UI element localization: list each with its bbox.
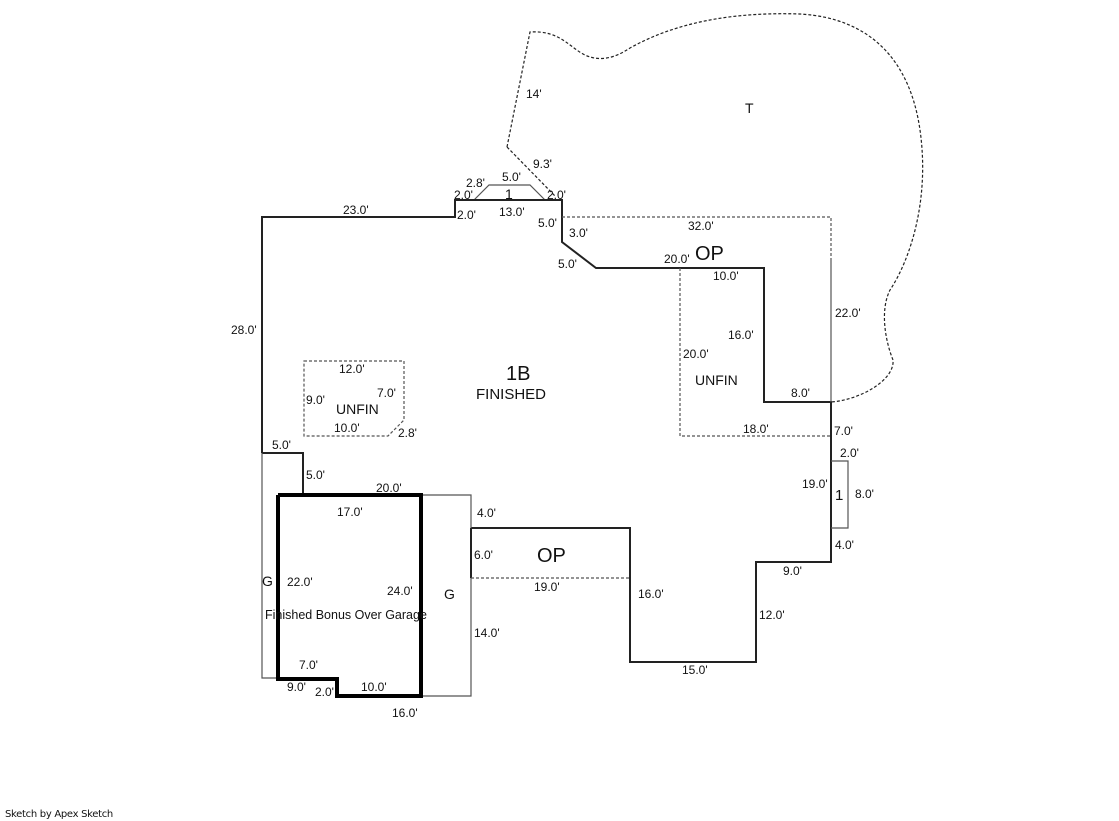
main-area-label: FINISHED: [476, 386, 546, 403]
garage-right-label: G: [444, 586, 455, 602]
dim-label: 10.0': [361, 680, 387, 694]
bay-right-label: 1: [835, 487, 843, 504]
dim-label: 24.0': [387, 584, 413, 598]
dim-label: 10.0': [334, 421, 360, 435]
dim-label: 9.0': [783, 564, 802, 578]
dim-label: 10.0': [713, 269, 739, 283]
dim-label: 7.0': [834, 424, 853, 438]
terrace-outline: [506, 13, 924, 403]
unfin-left-outline: [303, 360, 405, 437]
dim-label: 16.0': [728, 328, 754, 342]
dim-label: 5.0': [502, 170, 521, 184]
dim-label: 9.0': [287, 680, 306, 694]
sketch-credit: Sketch by Apex Sketch: [5, 809, 113, 820]
bay-right-outline: [831, 460, 849, 529]
dim-label: 20.0': [376, 481, 402, 495]
terrace-diagonal: [506, 146, 557, 198]
dim-label: 2.0': [457, 208, 476, 222]
main-outline: [261, 199, 832, 663]
dim-label: 22.0': [835, 306, 861, 320]
dim-label: 32.0': [688, 219, 714, 233]
garage-right-outline: [421, 494, 472, 697]
dim-label: 19.0': [802, 477, 828, 491]
terrace-label: T: [745, 100, 754, 116]
unfin-right-label: UNFIN: [695, 372, 738, 388]
dim-label: 7.0': [299, 658, 318, 672]
dim-label: 9.0': [306, 393, 325, 407]
dim-label: 8.0': [855, 487, 874, 501]
dim-label: 14': [526, 87, 542, 101]
dim-label: 14.0': [474, 626, 500, 640]
dim-label: 5.0': [306, 468, 325, 482]
dim-label: 4.0': [835, 538, 854, 552]
garage-left-label: G: [262, 573, 273, 589]
dim-label: 2.0': [454, 188, 473, 202]
main-area-code: 1B: [506, 363, 530, 385]
unfin-left-label: UNFIN: [336, 401, 379, 417]
dim-label: 20.0': [683, 347, 709, 361]
dim-label: 5.0': [538, 216, 557, 230]
left-step: [262, 452, 304, 495]
dim-label: 12.0': [759, 608, 785, 622]
bonus-label: Finished Bonus Over Garage: [265, 608, 427, 622]
porch-top-outline: [562, 216, 832, 260]
dim-label: 18.0': [743, 422, 769, 436]
dim-label: 15.0': [682, 663, 708, 677]
dim-label: 5.0': [272, 438, 291, 452]
garage-left-outline: [261, 453, 277, 679]
bay-top-outline: [473, 184, 546, 201]
dim-label: 3.0': [569, 226, 588, 240]
porch-bottom-label: OP: [537, 545, 566, 567]
bay-top-label: 1: [505, 186, 513, 202]
dim-label: 23.0': [343, 203, 369, 217]
dim-label: 8.0': [791, 386, 810, 400]
dim-label: 28.0': [231, 323, 257, 337]
dim-label: 4.0': [477, 506, 496, 520]
dim-label: 16.0': [392, 706, 418, 720]
dim-label: 7.0': [377, 386, 396, 400]
dim-label: 22.0': [287, 575, 313, 589]
dim-label: 16.0': [638, 587, 664, 601]
dim-label: 5.0': [558, 257, 577, 271]
dim-label: 2.0': [315, 685, 334, 699]
dim-label: 2.0': [840, 446, 859, 460]
dim-label: 9.3': [533, 157, 552, 171]
dim-label: 17.0': [337, 505, 363, 519]
dim-label: 13.0': [499, 205, 525, 219]
dim-label: 12.0': [339, 362, 365, 376]
dim-label: 2.8': [398, 426, 417, 440]
dim-label: 6.0': [474, 548, 493, 562]
bonus-outline: [276, 493, 423, 698]
dim-label: 20.0': [664, 252, 690, 266]
dim-label: 19.0': [534, 580, 560, 594]
dim-label: 2.8': [466, 176, 485, 190]
dim-label: 2.0': [547, 188, 566, 202]
porch-top-label: OP: [695, 243, 724, 265]
unfin-right-outline: [679, 268, 831, 437]
